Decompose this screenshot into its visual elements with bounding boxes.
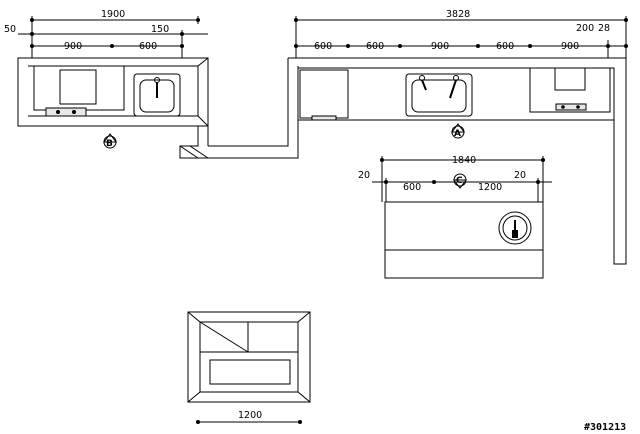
dim-left-right-gap: 150 [151, 24, 169, 35]
dim-island-right-gap: 20 [514, 170, 526, 181]
dim-island-seg1: 600 [403, 182, 421, 193]
island-sink [498, 211, 532, 245]
dim-right-end2: 28 [598, 23, 610, 34]
left-cooktop [33, 65, 125, 117]
dim-left-offset: 50 [4, 24, 16, 35]
marker-right-letter: A [454, 129, 461, 139]
dim-island-left-gap: 20 [358, 170, 370, 181]
dim-right-seg4: 600 [496, 41, 514, 52]
dim-left-seg2: 600 [139, 41, 157, 52]
right-counter [288, 57, 627, 265]
elevation-marker-right: A [451, 123, 465, 139]
left-counter [17, 57, 209, 127]
left-sink [133, 73, 181, 117]
dim-right-seg1: 600 [314, 41, 332, 52]
dim-left-overall: 1900 [101, 9, 125, 20]
marker-left-letter: B [106, 139, 113, 149]
dim-right-seg2: 600 [366, 41, 384, 52]
dim-right-seg5: 900 [561, 41, 579, 52]
dim-left-seg1: 900 [64, 41, 82, 52]
elevation-marker-left: B [103, 133, 117, 149]
island [384, 201, 544, 279]
bottom-unit [187, 311, 311, 403]
dim-right-overall: 3828 [446, 9, 470, 20]
dim-right-end1: 200 [576, 23, 594, 34]
dimension-lines [18, 16, 628, 424]
elevation-marker-island: C [453, 173, 467, 189]
right-sink [405, 73, 473, 117]
dim-island-overall: 1840 [452, 155, 476, 166]
dim-bottom-width: 1200 [238, 410, 262, 421]
dim-island-seg2: 1200 [478, 182, 502, 193]
wall-connector [179, 58, 299, 159]
dim-right-seg3: 900 [431, 41, 449, 52]
reference-id: #301213 [584, 422, 626, 433]
right-cooktop [529, 67, 611, 113]
marker-island-letter: C [456, 176, 463, 186]
